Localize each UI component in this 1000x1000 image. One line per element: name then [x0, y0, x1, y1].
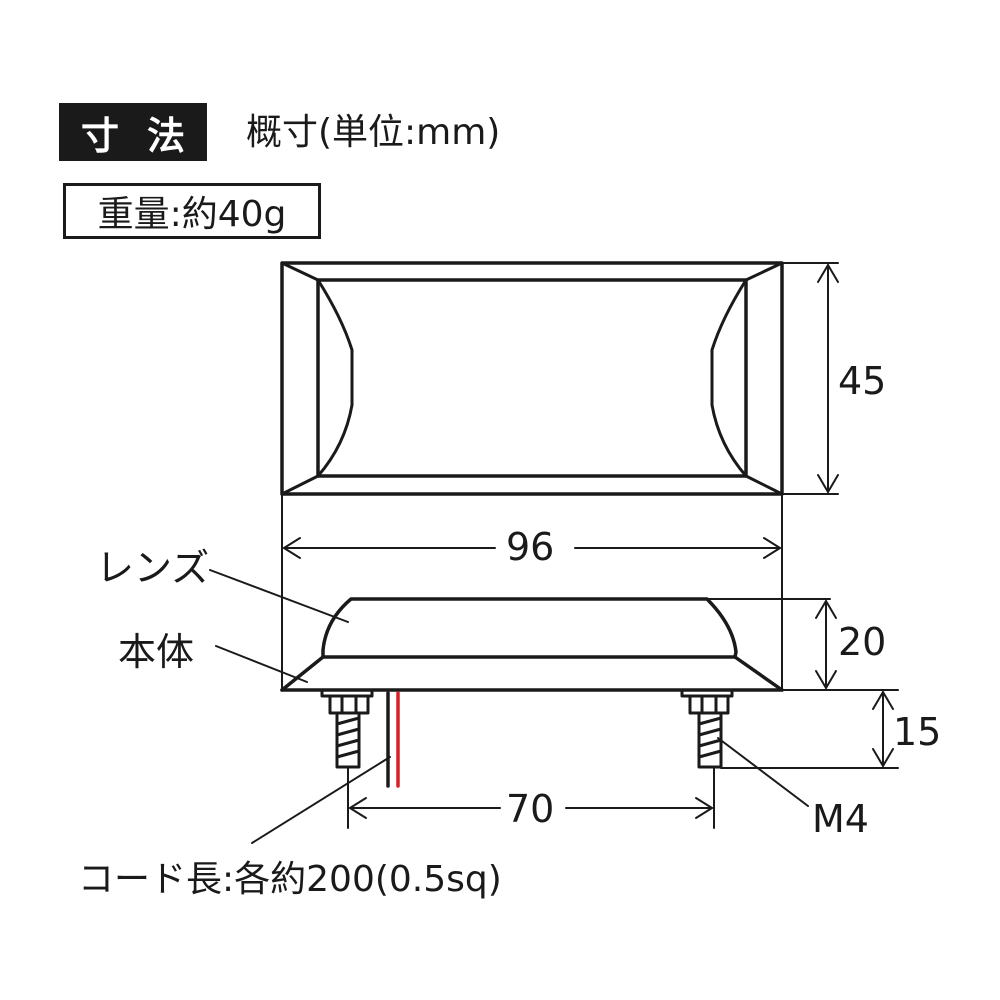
part-label-lens: レンズ [96, 546, 210, 590]
units-subtitle: 概寸(単位:mm) [246, 112, 501, 153]
part-label-cord: コード長:各約200(0.5sq) [78, 859, 502, 900]
dim-label-96: 96 [506, 525, 555, 569]
spacing-dimension-70 [349, 797, 713, 819]
height-dimension-45 [781, 262, 839, 495]
section-title-box: 寸 法 [59, 103, 207, 161]
dim-label-45: 45 [838, 359, 887, 403]
part-label-body: 本体 [118, 630, 195, 674]
part-label-bolt-m4: M4 [812, 797, 869, 841]
weight-label: 重量:約40g [97, 194, 287, 235]
height-dimension-15 [720, 691, 899, 769]
right-bolt [680, 688, 734, 829]
section-title-char-2: 法 [146, 113, 185, 158]
width-dimension-96 [281, 493, 783, 691]
weight-box: 重量:約40g [63, 183, 321, 239]
section-title-char-1: 寸 [81, 113, 120, 158]
dim-label-20: 20 [838, 620, 887, 664]
leader-lines [209, 569, 809, 844]
top-view [280, 261, 784, 496]
side-view [280, 597, 831, 692]
height-dimension-20 [781, 600, 899, 691]
dim-label-70: 70 [506, 787, 555, 831]
dim-label-15: 15 [893, 710, 942, 754]
left-bolt [320, 688, 374, 829]
